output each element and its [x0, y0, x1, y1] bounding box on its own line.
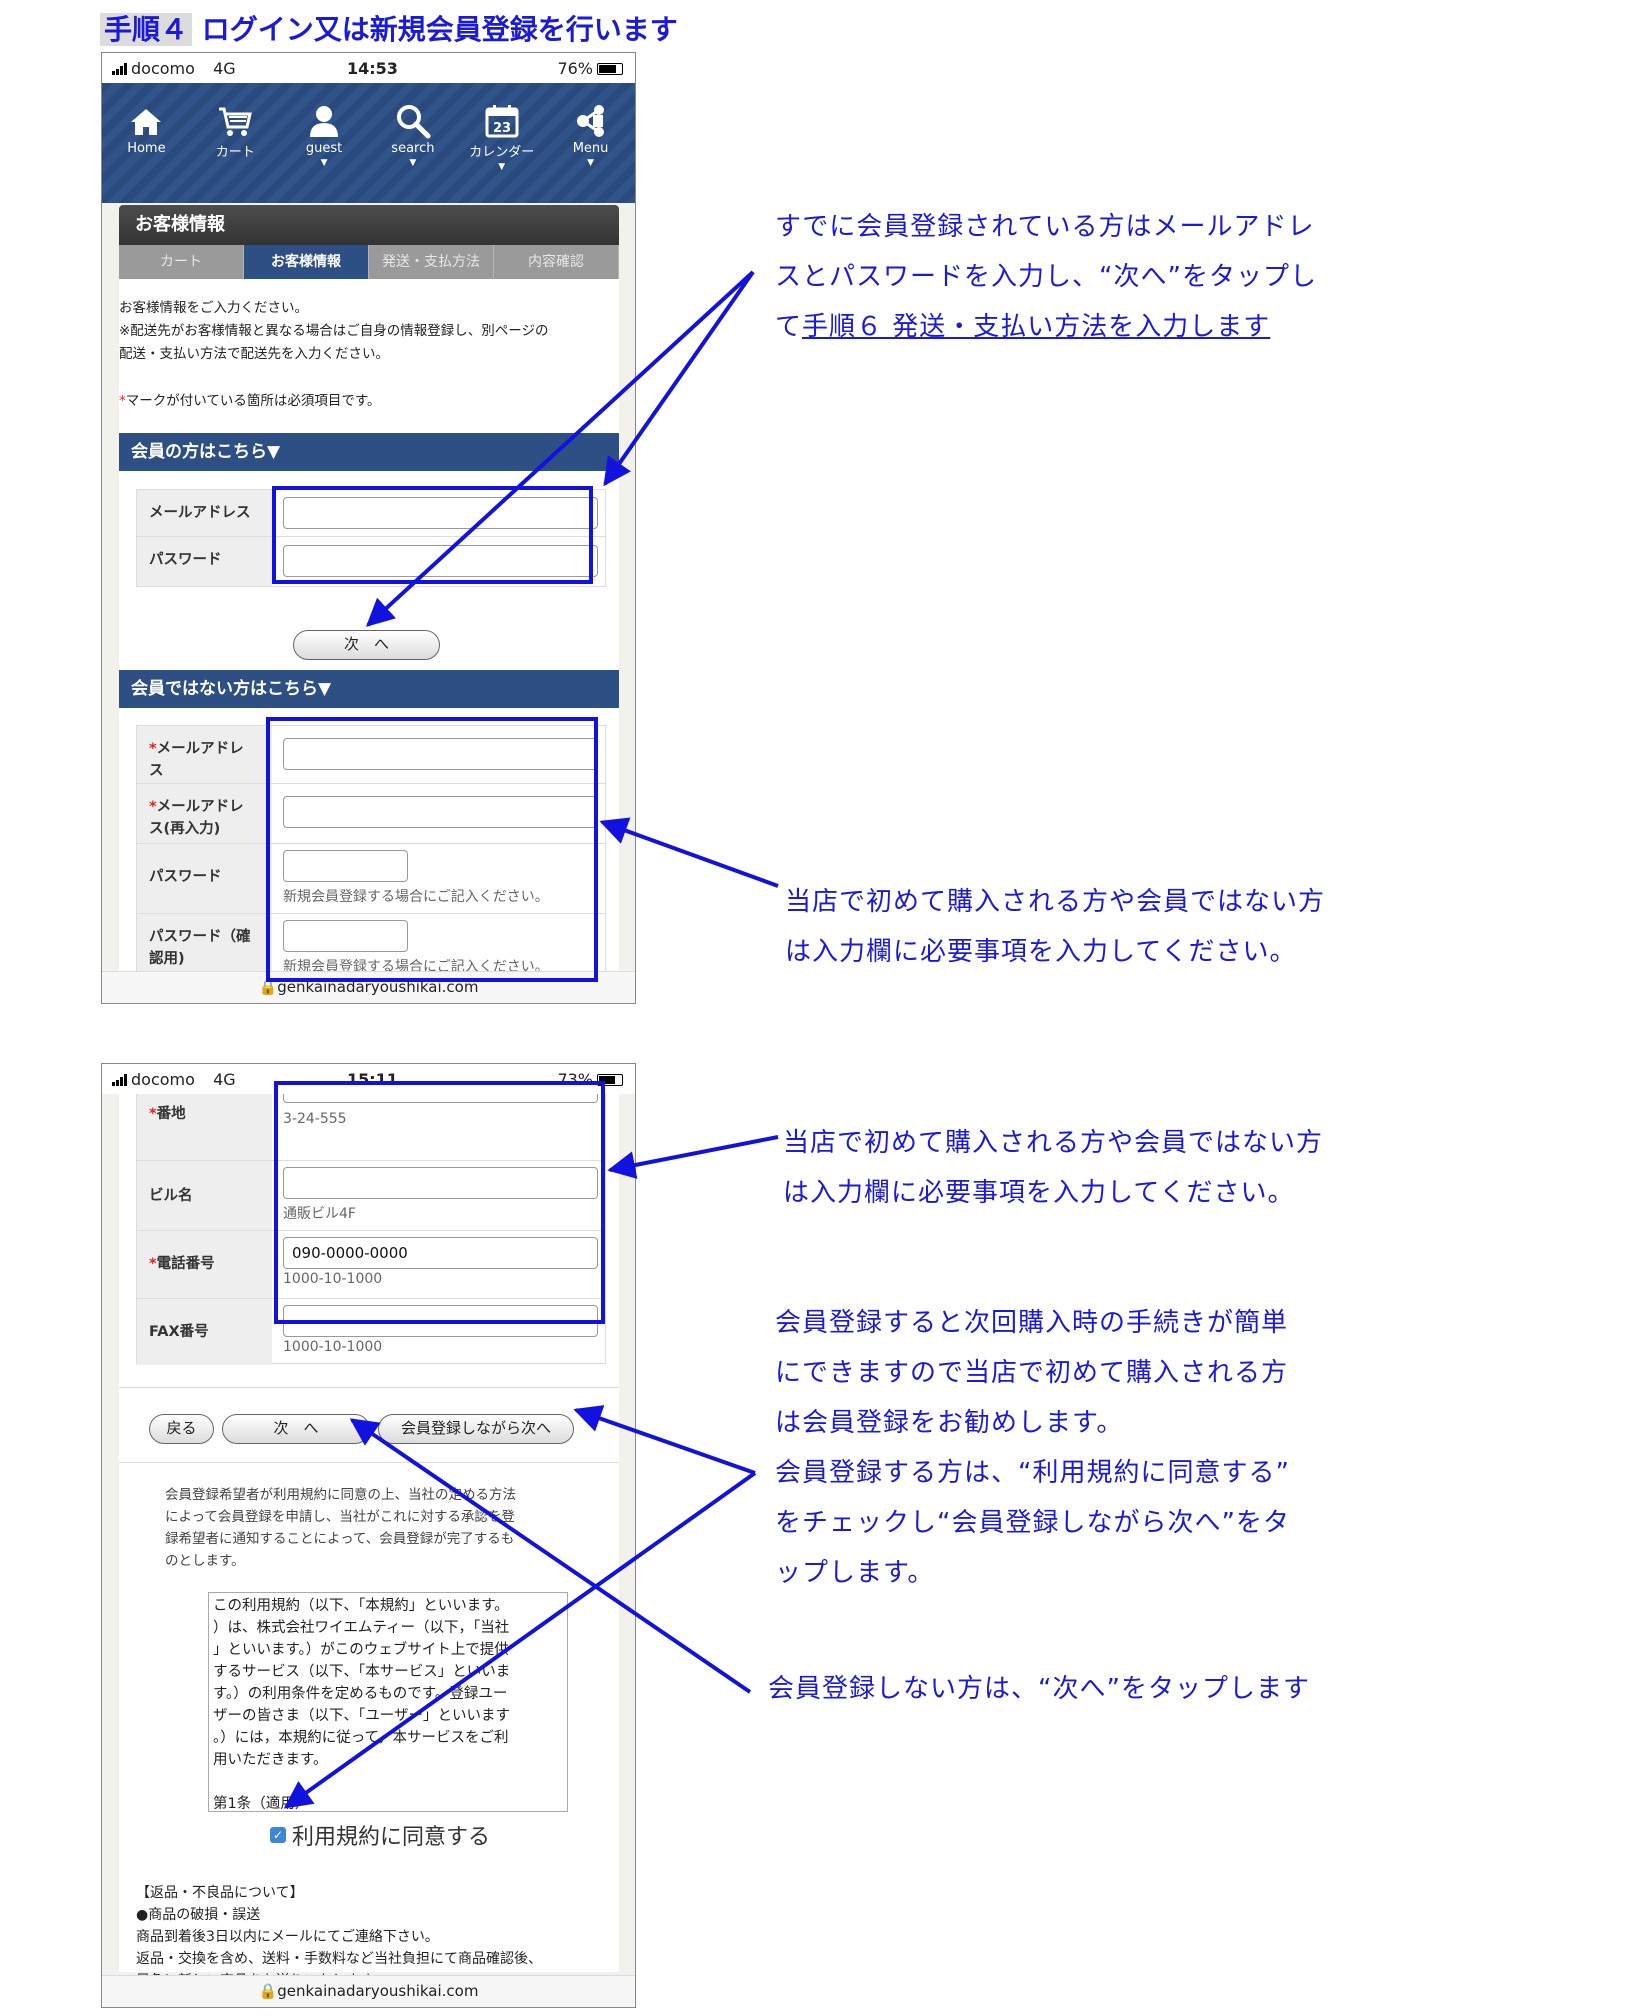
- highlight-member-fields: [272, 486, 593, 584]
- fax-hint: 1000-10-1000: [283, 1339, 383, 1355]
- agree-terms-checkbox[interactable]: ✓ 利用規約に同意する: [270, 1819, 490, 1851]
- step6-link[interactable]: 手順６ 発送・支払い方法を入力します: [802, 312, 1271, 342]
- guest-password-confirm-input[interactable]: [283, 920, 408, 952]
- annotation-no-register: 会員登録しない方は、“次へ”をタップします: [768, 1674, 1310, 1704]
- nav-cart[interactable]: カート: [195, 101, 275, 172]
- required-note: *マークが付いている箇所は必須項目です。: [119, 393, 381, 409]
- signal-icon: [112, 1073, 127, 1086]
- nav-label: search: [391, 141, 435, 156]
- lock-icon: 🔒: [258, 978, 278, 996]
- guest-email-confirm-row: *メールアドレス(再入力): [137, 784, 605, 844]
- guest-password-label: パスワード: [137, 844, 272, 913]
- page-title: 手順４ ログイン又は新規会員登録を行います: [100, 10, 678, 50]
- annotation-guest: 当店で初めて購入される方や会員ではない方 は入力欄に必要事項を入力してください。: [785, 887, 1326, 967]
- building-label: ビル名: [137, 1161, 272, 1230]
- tab-shipping-payment[interactable]: 発送・支払方法: [369, 245, 494, 279]
- highlight-address-fields: [274, 1081, 605, 1324]
- phone-hint: 1000-10-1000: [283, 1271, 383, 1287]
- checkout-steps: カート お客様情報 発送・支払方法 内容確認: [119, 245, 619, 279]
- url-text: genkainadaryoushikai.com: [277, 1982, 479, 2000]
- phone-row: *電話番号 090-0000-0000 1000-10-1000: [137, 1231, 605, 1299]
- network-type: 4G: [213, 59, 236, 78]
- password-hint: 新規会員登録する場合にご記入ください。: [283, 889, 549, 905]
- nav-home[interactable]: Home: [106, 101, 186, 168]
- status-bar: docomo 4G 15:11 73%: [102, 1064, 635, 1094]
- terms-intro: 会員登録希望者が利用規約に同意の上、当社の定める方法によって会員登録を申請し、当…: [165, 1487, 516, 1569]
- building-hint: 通販ビル4F: [283, 1206, 356, 1222]
- terms-of-service-box[interactable]: この利用規約（以下、「本規約」といいます。）は、株式会社ワイエムティー（以下，「…: [208, 1592, 568, 1812]
- email-label: メールアドレス: [137, 490, 272, 536]
- status-bar: docomo 4G 14:53 76%: [102, 53, 635, 83]
- nav-label: カレンダー: [469, 145, 535, 160]
- guest-password-input[interactable]: [283, 850, 408, 882]
- password-label: パスワード: [137, 537, 272, 586]
- carrier-name: docomo: [131, 59, 195, 78]
- building-row: ビル名 通販ビル4F: [137, 1161, 605, 1231]
- tab-cart[interactable]: カート: [119, 245, 244, 279]
- nav-label: カート: [215, 145, 255, 160]
- guest-email-label: *メールアドレス: [137, 726, 272, 783]
- search-icon: [396, 105, 431, 139]
- guest-email-input[interactable]: [283, 738, 598, 770]
- nav-search[interactable]: search▼: [373, 101, 453, 168]
- guest-email-confirm-label: *メールアドレス(再入力): [137, 784, 272, 843]
- register-and-next-button[interactable]: 会員登録しながら次へ: [378, 1414, 574, 1444]
- cart-icon: [219, 107, 253, 136]
- agree-label: 利用規約に同意する: [292, 1825, 491, 1850]
- member-section-header[interactable]: 会員の方はこちら▼: [119, 433, 619, 471]
- tab-customer-info[interactable]: お客様情報: [244, 245, 369, 279]
- user-icon: [310, 106, 339, 137]
- url-text: genkainadaryoushikai.com: [277, 978, 479, 996]
- phone-label: *電話番号: [137, 1231, 272, 1298]
- calendar-icon: 23: [485, 105, 519, 138]
- url-bar[interactable]: 🔒genkainadaryoushikai.com: [102, 1975, 635, 2007]
- nav-menu[interactable]: Menu▼: [551, 101, 631, 168]
- nav-label: Menu: [572, 141, 609, 156]
- lock-icon: 🔒: [258, 1982, 278, 2000]
- card-title: お客様情報: [119, 205, 619, 245]
- network-type: 4G: [213, 1070, 236, 1089]
- back-button[interactable]: 戻る: [149, 1414, 214, 1444]
- next-button[interactable]: 次 へ: [222, 1414, 370, 1444]
- fax-label: FAX番号: [137, 1299, 272, 1365]
- home-icon: [131, 109, 162, 135]
- checkmark-icon: ✓: [270, 1827, 286, 1843]
- clock: 14:53: [347, 59, 398, 78]
- step-label: 手順４: [100, 13, 193, 46]
- next-button[interactable]: 次 へ: [293, 630, 440, 660]
- signal-icon: [112, 62, 127, 75]
- guest-section-header[interactable]: 会員ではない方はこちら▼: [119, 670, 619, 708]
- annotation-login: すでに会員登録されている方はメールアドレ スとパスワードを入力し、“次へ”をタッ…: [775, 212, 1317, 342]
- tab-confirm[interactable]: 内容確認: [494, 245, 619, 279]
- highlight-guest-fields: [266, 717, 598, 982]
- calendar-day: 23: [493, 121, 511, 136]
- phone-input[interactable]: 090-0000-0000: [283, 1237, 598, 1269]
- building-input[interactable]: [283, 1167, 598, 1199]
- nav-label: guest: [305, 141, 343, 156]
- intro-text: お客様情報をご入力ください。 ※配送先がお客様情報と異なる場合はご自身の情報登録…: [119, 300, 549, 362]
- title-text: ログイン又は新規会員登録を行います: [192, 13, 678, 46]
- guest-password-row: パスワード 新規会員登録する場合にご記入ください。: [137, 844, 605, 914]
- nav-guest[interactable]: guest▼: [284, 101, 364, 168]
- nav-label: Home: [127, 141, 166, 156]
- banchi-hint: 3-24-555: [283, 1111, 347, 1127]
- divider: [119, 1462, 619, 1463]
- divider: [119, 1387, 619, 1388]
- annotation-guest-2: 当店で初めて購入される方や会員ではない方 は入力欄に必要事項を入力してください。: [783, 1128, 1324, 1208]
- annotation-register: 会員登録すると次回購入時の手続きが簡単 にできますので当店で初めて購入される方 …: [775, 1308, 1290, 1588]
- guest-email-row: *メールアドレス: [137, 726, 605, 784]
- guest-email-confirm-input[interactable]: [283, 796, 598, 828]
- site-nav: Home カート guest▼ search▼ 23 カレンダー▼ Menu▼: [102, 83, 635, 203]
- carrier-name: docomo: [131, 1070, 195, 1089]
- battery-percent: 76%: [557, 59, 593, 78]
- nav-calendar[interactable]: 23 カレンダー▼: [462, 101, 542, 172]
- menu-icon: [576, 105, 604, 137]
- url-bar[interactable]: 🔒genkainadaryoushikai.com: [102, 971, 635, 1003]
- guest-form: *メールアドレス *メールアドレス(再入力) パスワード 新規会員登録する場合に…: [136, 725, 606, 986]
- banchi-label: *番地: [137, 1085, 272, 1160]
- battery-icon: [597, 62, 623, 75]
- battery-icon: [597, 1073, 623, 1086]
